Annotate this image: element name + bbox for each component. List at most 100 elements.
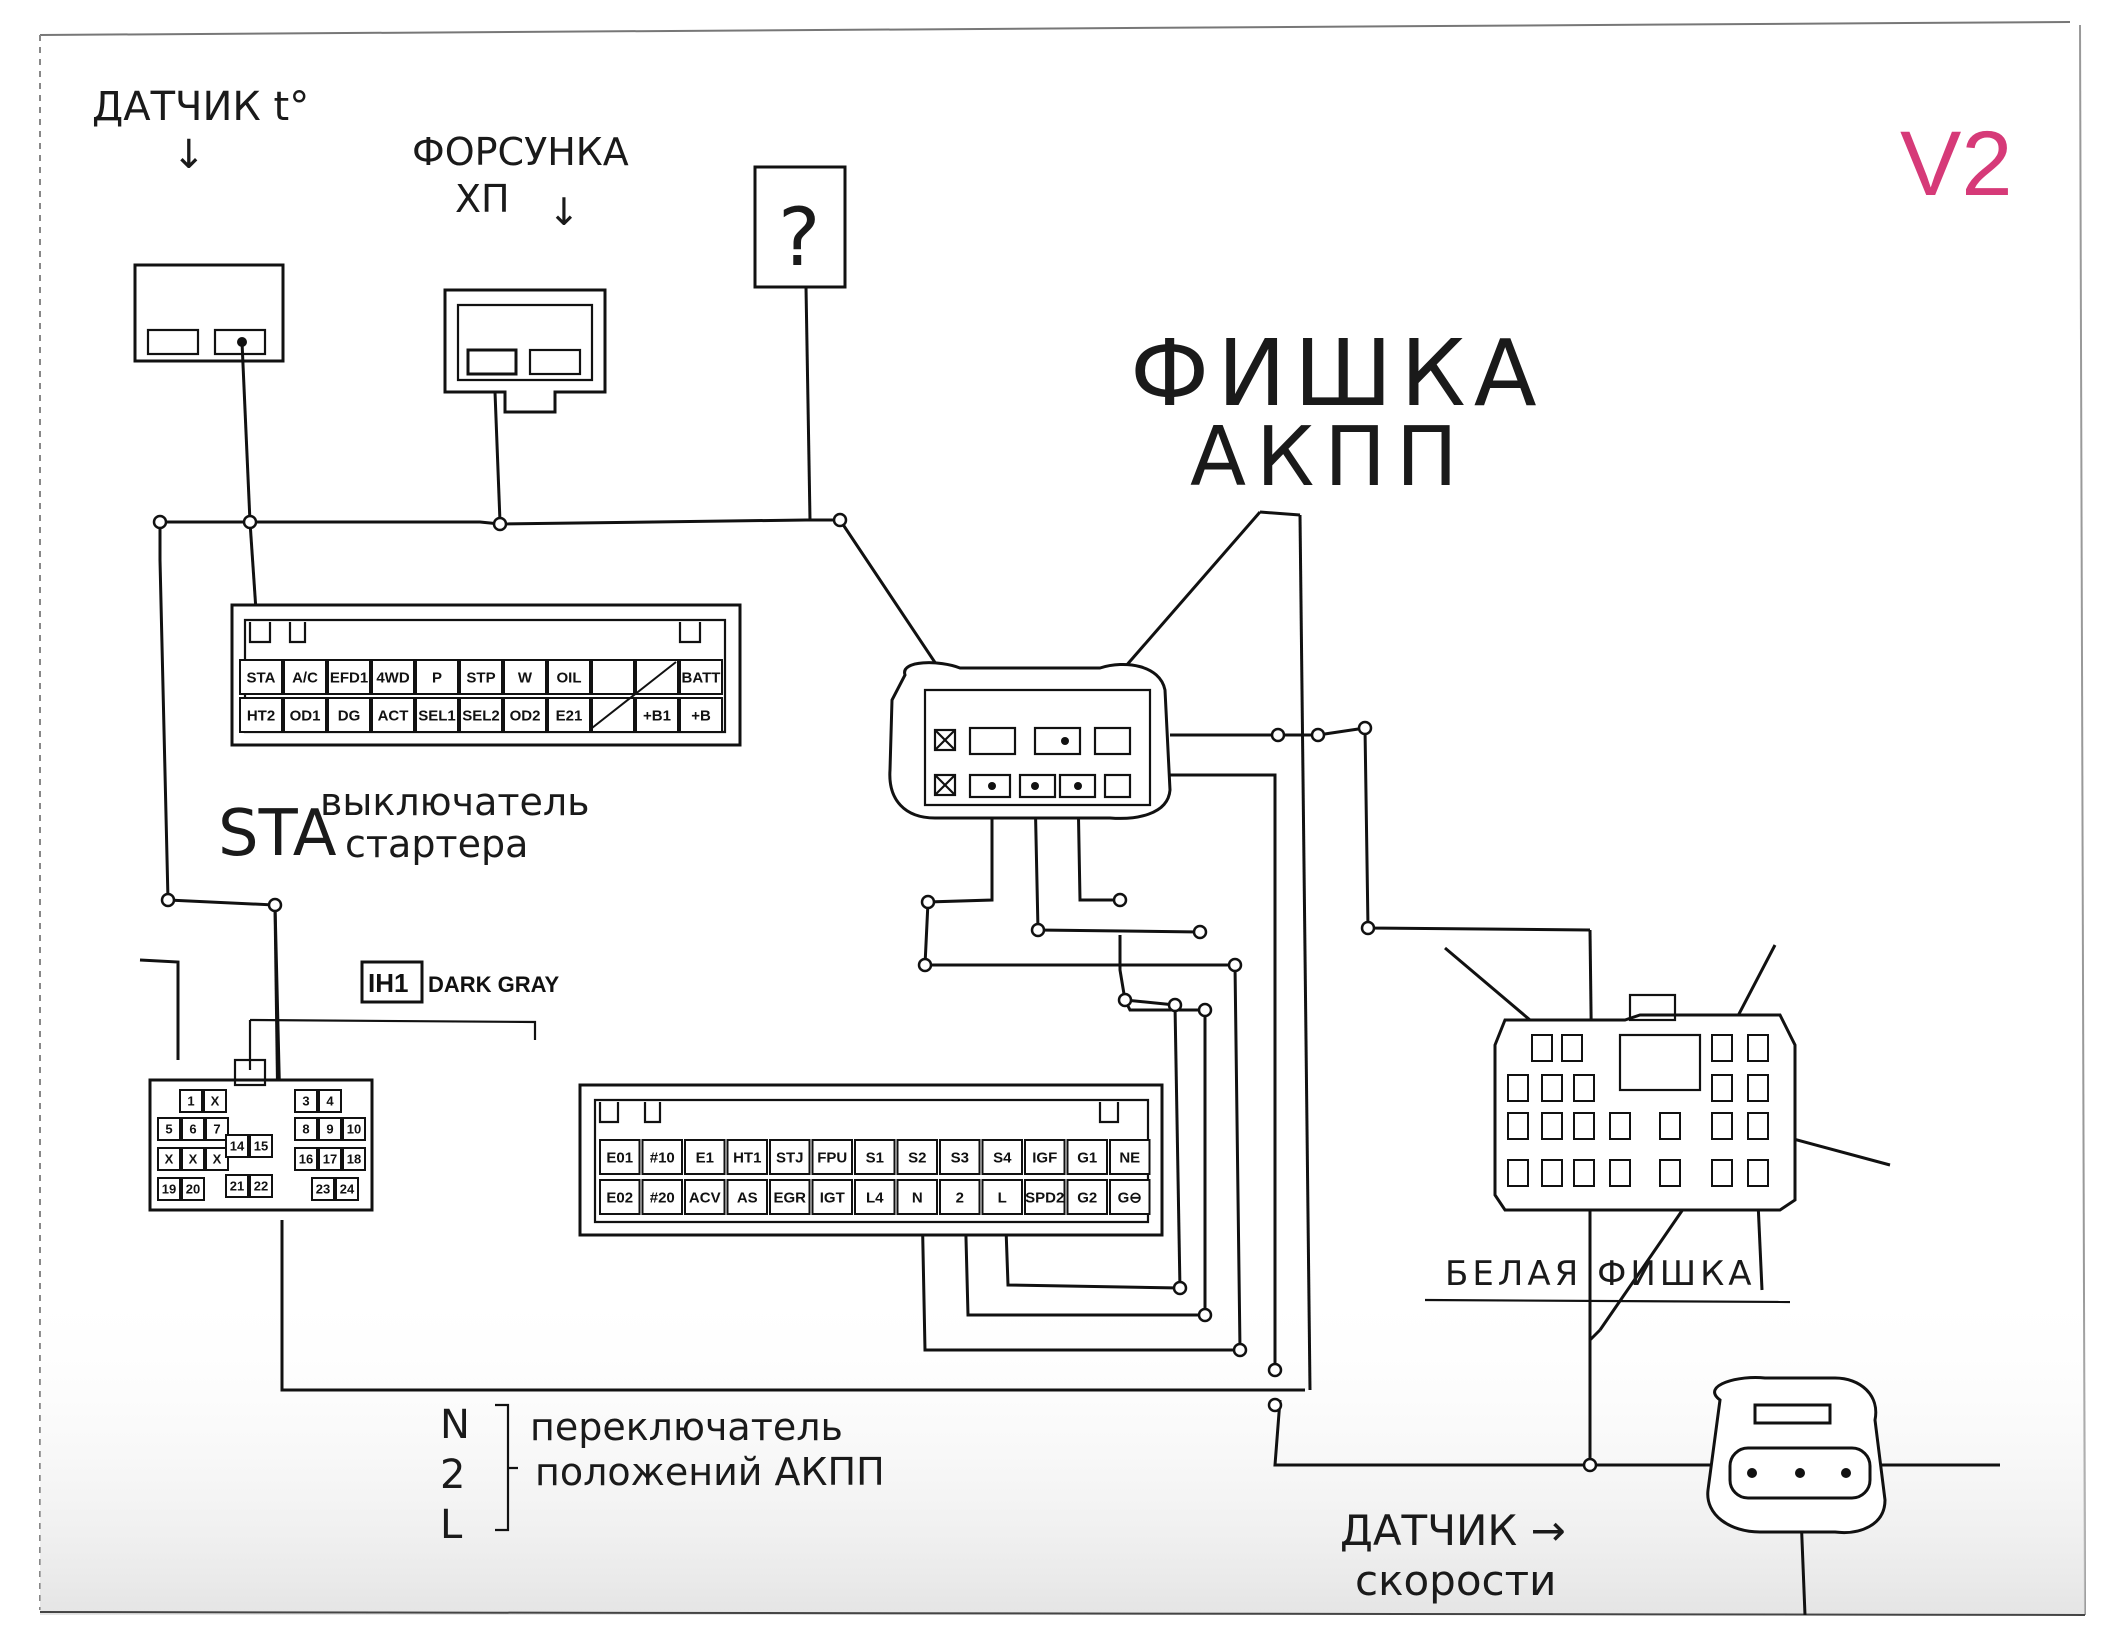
ecu-top-pin: OD2 <box>510 707 541 724</box>
ih1-pin-box <box>203 1089 227 1113</box>
range-switch-label-line1: переключатель <box>530 1405 843 1449</box>
ih1-pin: 22 <box>254 1179 268 1194</box>
ih1-pin-box <box>205 1147 229 1171</box>
ecu-top-pin-box <box>239 697 283 733</box>
ecu-bottom-pin-box <box>981 1139 1023 1175</box>
ih1-pin: 19 <box>162 1182 176 1197</box>
ih1-pin-box <box>249 1174 273 1198</box>
white-connector-slot-box <box>1747 1074 1769 1102</box>
ih1-pin: 18 <box>347 1152 361 1167</box>
white-connector-slot-box <box>1531 1034 1553 1062</box>
white-connector-slot-box <box>1541 1112 1563 1140</box>
ih1-pin-box <box>342 1117 366 1141</box>
wiring <box>139 286 2000 1616</box>
ecu-top-pin: BATT <box>682 669 721 686</box>
ecu-top-pin: 4WD <box>376 669 410 686</box>
ih1-pin: 14 <box>230 1139 245 1154</box>
ecu-bottom-pin-box <box>769 1179 811 1215</box>
ecu-bottom-pin: E01 <box>606 1149 633 1166</box>
ih1-pin: 1 <box>187 1094 194 1109</box>
white-connector <box>1493 993 1797 1212</box>
ecu-top-pin-box <box>283 659 327 695</box>
speed-sensor-connector <box>1706 1375 1887 1535</box>
ecu-top-pin: EFD1 <box>330 669 368 686</box>
ecu-top-pin: STA <box>247 669 276 686</box>
white-connector-slot-box <box>1711 1074 1733 1102</box>
ecu-bottom-pin-box <box>1066 1179 1108 1215</box>
ecu-bottom-pin: #10 <box>650 1149 675 1166</box>
ecu-bottom-pin-box <box>811 1179 853 1215</box>
ecu-bottom-pin: 2 <box>956 1189 964 1206</box>
range-l: L <box>440 1502 463 1548</box>
white-connector-slot-box <box>1711 1112 1733 1140</box>
ecu-bottom-pin: FPU <box>817 1149 847 1166</box>
ecu-bottom-pin: L <box>998 1189 1007 1206</box>
ecu-bottom-pin: IGT <box>820 1189 845 1206</box>
ecu-bottom-pin: E02 <box>606 1189 633 1206</box>
ecu-top-pin-box <box>503 659 547 695</box>
white-connector-slot-box <box>1507 1074 1529 1102</box>
ecu-top-pin-box <box>547 659 591 695</box>
ecu-bottom-pin-box <box>1024 1179 1066 1215</box>
temp-sensor-connector <box>133 263 285 363</box>
ih1-pin-box <box>157 1117 181 1141</box>
white-connector-slot-box <box>1541 1074 1563 1102</box>
ih1-pin: 24 <box>340 1182 355 1197</box>
white-connector-slot-box <box>1609 1112 1631 1140</box>
starter-switch-label-line1: выключатель <box>320 780 590 824</box>
ih1-pin: 4 <box>326 1094 334 1109</box>
ih1-color: DARK GRAY <box>428 972 560 997</box>
ih1-pin-box <box>181 1117 205 1141</box>
ecu-bottom-pin-box <box>1109 1179 1151 1215</box>
ih1-pin-box <box>311 1177 335 1201</box>
ih1-pin-box <box>157 1177 181 1201</box>
ecu-bottom-pin-box <box>811 1139 853 1175</box>
ecu-top-pin-box <box>591 659 635 695</box>
ecu-bottom-pin: N <box>912 1189 923 1206</box>
ih1-pin: 9 <box>326 1122 333 1137</box>
white-connector-slot-box <box>1711 1159 1733 1187</box>
ih1-pin: X <box>165 1152 174 1167</box>
ecu-top-pin: HT2 <box>247 707 275 724</box>
ecu-top-pin-box <box>327 659 371 695</box>
ih1-pin-box <box>318 1089 342 1113</box>
ih1-pin: 17 <box>323 1152 337 1167</box>
ih1-pin-box <box>181 1147 205 1171</box>
ecu-top-pin-box <box>459 659 503 695</box>
ecu-bottom-pin: G⊖ <box>1118 1189 1142 1206</box>
ih1-pin: 6 <box>189 1122 196 1137</box>
ecu-top-pin-box <box>635 697 679 733</box>
ecu-bottom-pin-box <box>769 1139 811 1175</box>
sta-code: STA <box>218 797 337 871</box>
ecu-bottom-pin-box <box>726 1179 768 1215</box>
ecu-top-pin-box <box>239 659 283 695</box>
ih1-pin: 7 <box>213 1122 220 1137</box>
white-connector-slot-box <box>1609 1159 1631 1187</box>
white-connector-slot-box <box>1507 1159 1529 1187</box>
ecu-bottom-pin-box <box>1109 1139 1151 1175</box>
ih1-pin: 16 <box>299 1152 313 1167</box>
white-connector-slot-box <box>1561 1034 1583 1062</box>
ecu-top-pin: +B <box>691 707 711 724</box>
ih1-pin-box <box>294 1147 318 1171</box>
ecu-bottom-pin-box <box>599 1139 641 1175</box>
ecu-bottom-pin-box <box>896 1179 938 1215</box>
ecu-bottom-pin: SPD2 <box>1025 1189 1064 1206</box>
white-connector-slot-box <box>1541 1159 1563 1187</box>
ecu-bottom-pin: S4 <box>993 1149 1012 1166</box>
ih1-pin: 15 <box>254 1139 268 1154</box>
ecu-top-pin-box <box>327 697 371 733</box>
white-connector-slot-box <box>1711 1034 1733 1062</box>
version-tag: V2 <box>1900 113 2013 215</box>
starter-switch-label-line2: стартера <box>345 822 528 866</box>
ecu-top-pin: W <box>518 669 533 686</box>
white-connector-slot-box <box>1747 1112 1769 1140</box>
ecu-bottom-pin: AS <box>737 1189 758 1206</box>
ih1-pin-box <box>249 1134 273 1158</box>
ecu-top-pin-box <box>459 697 503 733</box>
injector-connector <box>443 288 607 414</box>
question-mark: ? <box>778 191 820 284</box>
ecu-bottom-pin-box <box>854 1139 896 1175</box>
